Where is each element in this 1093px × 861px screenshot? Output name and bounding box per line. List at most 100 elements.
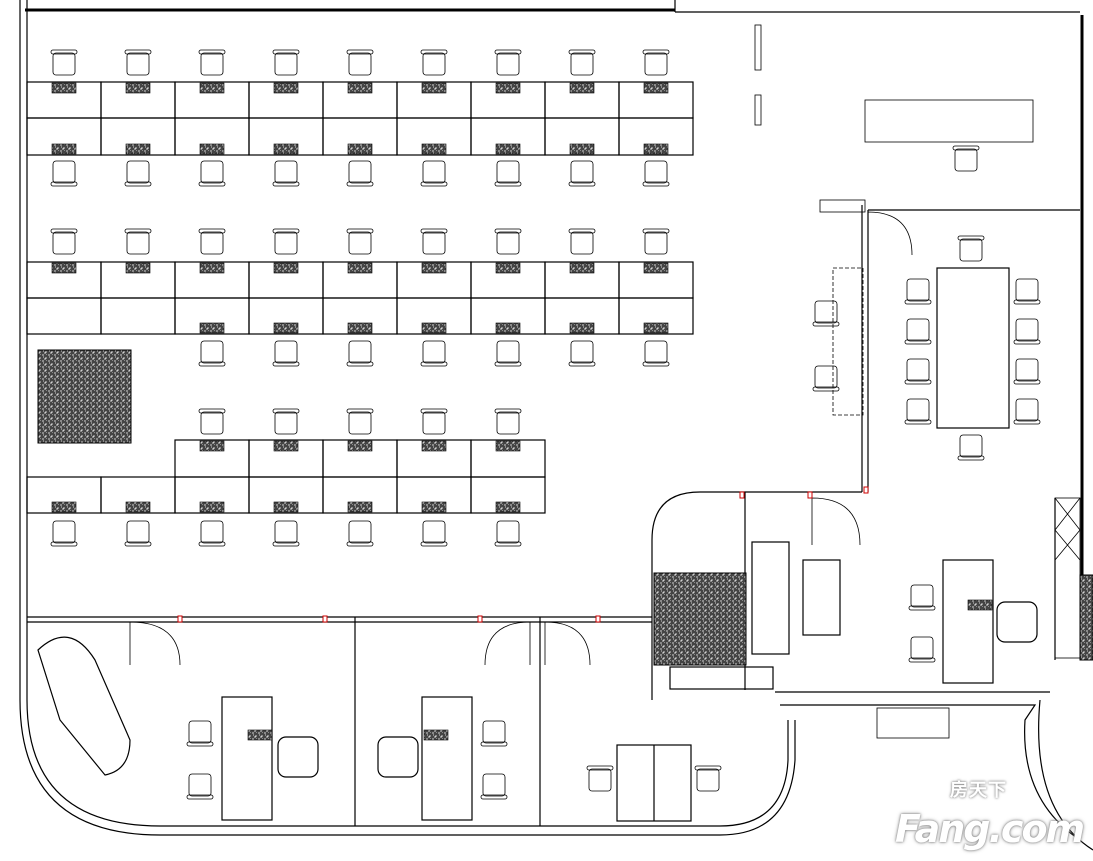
monitor (643, 82, 669, 94)
chair (494, 228, 522, 255)
chair (952, 145, 980, 172)
door-jamb (807, 491, 813, 499)
monitor (199, 262, 225, 274)
monitor (495, 440, 521, 452)
monitor (421, 322, 447, 334)
chair (346, 340, 374, 367)
chair (586, 765, 614, 792)
monitor (421, 501, 447, 513)
chair (272, 228, 300, 255)
chair (642, 228, 670, 255)
monitor (347, 440, 373, 452)
door-swing (129, 621, 181, 666)
monitor (273, 322, 299, 334)
chair (420, 228, 448, 255)
armchair (377, 736, 419, 778)
chair (642, 340, 670, 367)
chair (568, 228, 596, 255)
door-swing (544, 621, 591, 666)
monitor (125, 82, 151, 94)
armchair (996, 601, 1038, 643)
chair (1013, 278, 1041, 305)
monitor (643, 143, 669, 155)
chair (272, 520, 300, 547)
door-jamb (177, 615, 183, 623)
chair (198, 520, 226, 547)
chair (420, 160, 448, 187)
armchair (277, 736, 319, 778)
desk (618, 117, 694, 156)
chair (908, 636, 936, 663)
chair (642, 160, 670, 187)
chair (50, 228, 78, 255)
door-jamb (477, 615, 483, 623)
chair (1013, 398, 1041, 425)
monitor (495, 322, 521, 334)
chair (908, 584, 936, 611)
monitor (125, 501, 151, 513)
monitor (643, 322, 669, 334)
chair (904, 398, 932, 425)
meeting-room (832, 267, 1010, 429)
monitor (495, 262, 521, 274)
chair (198, 49, 226, 76)
monitor (199, 322, 225, 334)
monitor (421, 82, 447, 94)
chair (272, 408, 300, 435)
chair (494, 340, 522, 367)
monitor (199, 82, 225, 94)
walls (19, 0, 1093, 851)
door-jamb (322, 615, 328, 623)
monitor (51, 262, 77, 274)
chair (124, 520, 152, 547)
chair (494, 408, 522, 435)
desk (26, 297, 102, 335)
chair (812, 365, 840, 392)
chair (186, 773, 214, 800)
chair (272, 340, 300, 367)
chair (198, 160, 226, 187)
chair (420, 520, 448, 547)
monitor (967, 599, 993, 611)
chair (568, 49, 596, 76)
door-jamb (863, 486, 869, 494)
chair (494, 160, 522, 187)
chair (904, 318, 932, 345)
chair (346, 49, 374, 76)
chair (642, 49, 670, 76)
chair (124, 49, 152, 76)
chair (480, 773, 508, 800)
chair (694, 765, 722, 792)
chair (957, 235, 985, 262)
monitor (273, 262, 299, 274)
monitor (423, 729, 449, 741)
chair (124, 160, 152, 187)
workstations (26, 81, 993, 741)
office-furniture (37, 541, 994, 822)
monitor (569, 143, 595, 155)
chair (480, 720, 508, 747)
door-swing (867, 211, 913, 256)
monitor (51, 501, 77, 513)
monitor (569, 82, 595, 94)
chair (346, 408, 374, 435)
monitor (347, 322, 373, 334)
monitor (199, 501, 225, 513)
desk (100, 297, 176, 335)
door-jamb (739, 491, 745, 499)
chair (198, 340, 226, 367)
monitor (247, 729, 273, 741)
chair (186, 720, 214, 747)
monitor (421, 440, 447, 452)
monitor (199, 143, 225, 155)
monitor (495, 501, 521, 513)
chair (957, 434, 985, 461)
monitor (125, 143, 151, 155)
chair (568, 160, 596, 187)
chair (346, 160, 374, 187)
doors (129, 211, 913, 666)
chair (346, 520, 374, 547)
chairs (50, 49, 1041, 800)
chair (1013, 358, 1041, 385)
